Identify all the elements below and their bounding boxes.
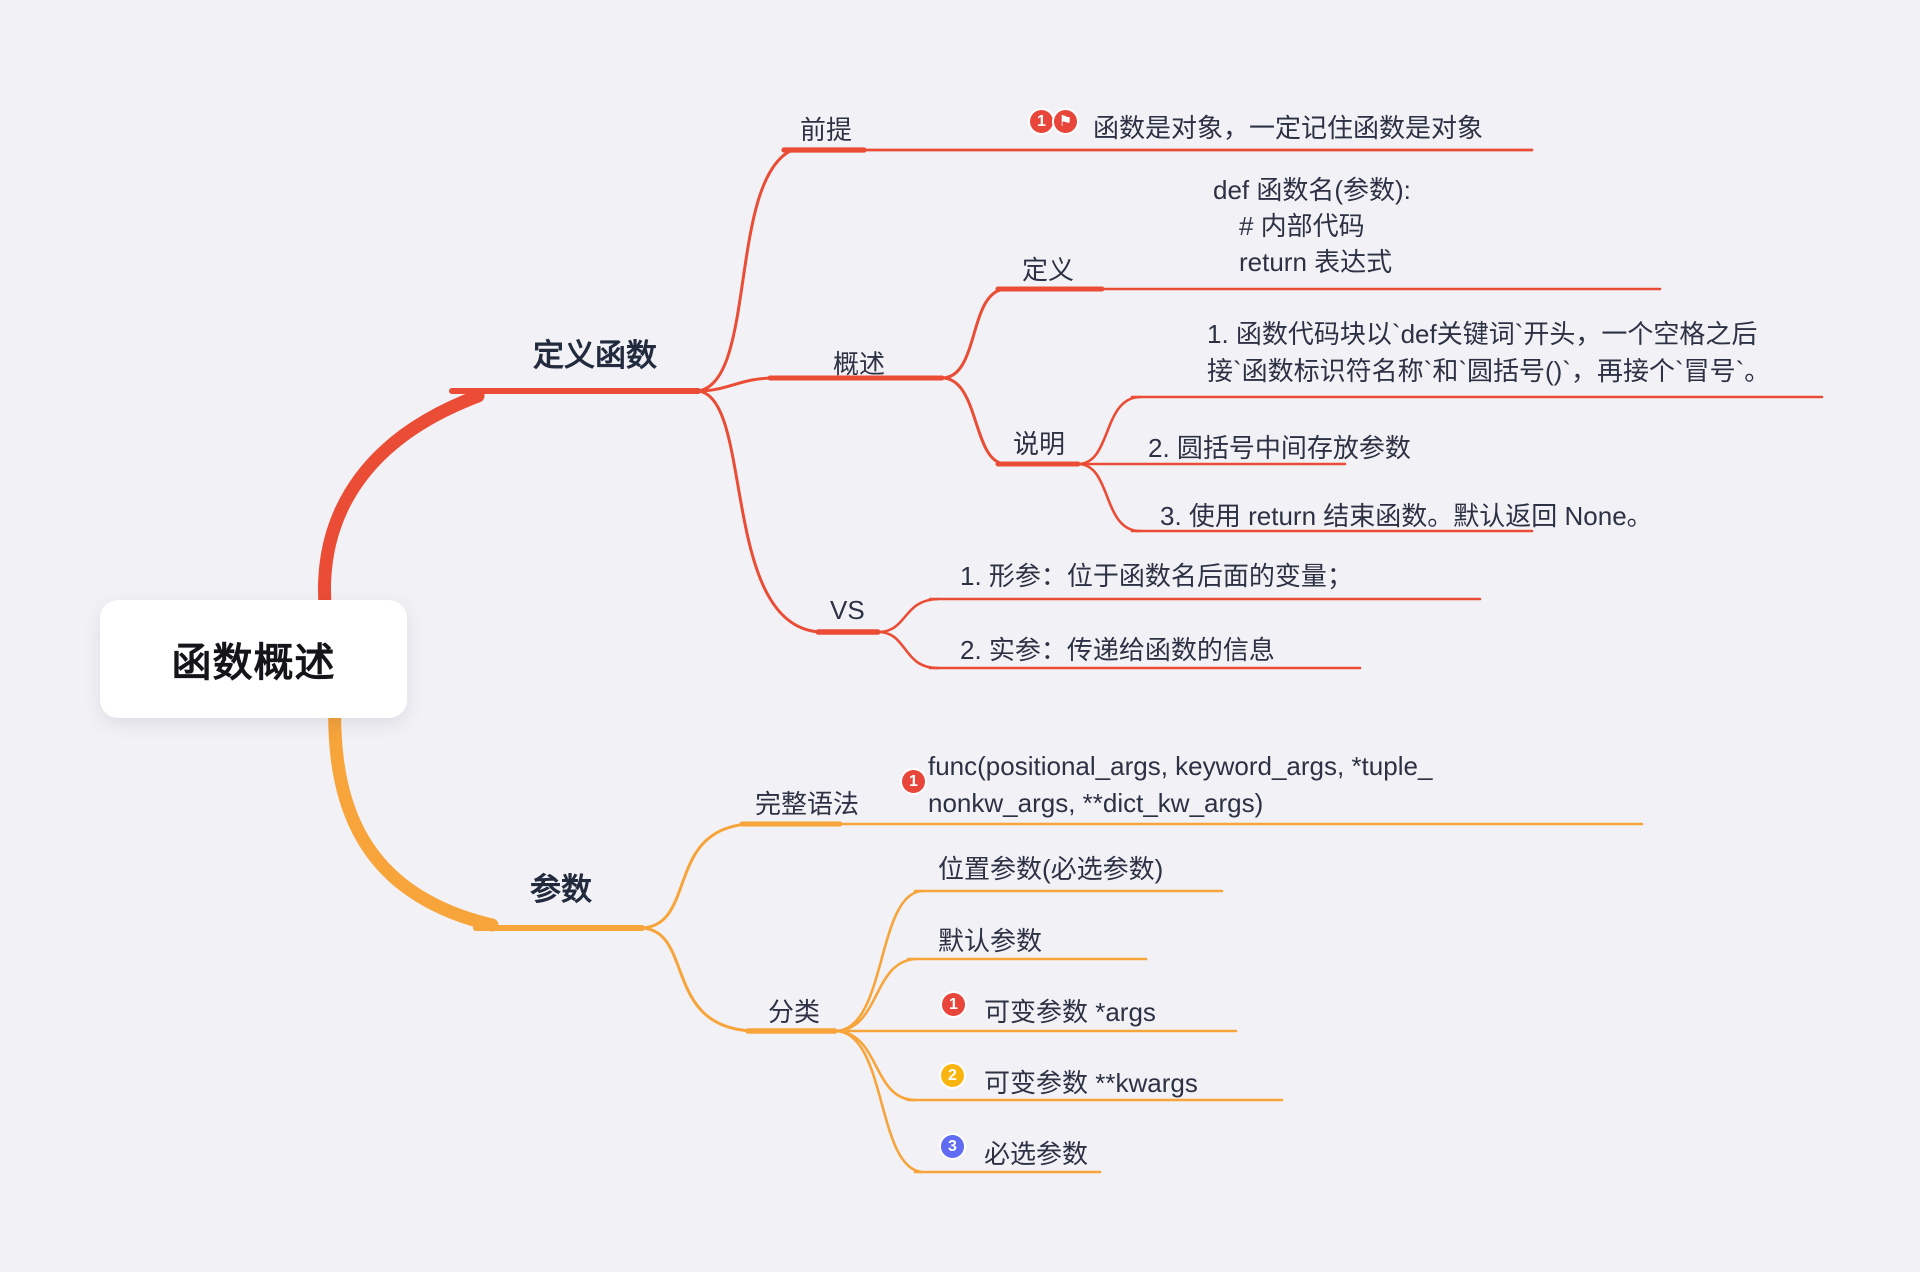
- code-line-2: # 内部代码: [1239, 211, 1365, 241]
- note-item-3[interactable]: 3. 使用 return 结束函数。默认返回 None。: [1160, 501, 1653, 531]
- note-item-1[interactable]: 1. 函数代码块以`def关键词`开头，一个空格之后 接`函数标识符名称`和`圆…: [1207, 316, 1807, 390]
- premise-text[interactable]: 函数是对象，一定记住函数是对象: [1093, 113, 1484, 143]
- topic-vs[interactable]: VS: [830, 595, 865, 625]
- number-1-marker-icon: 1: [940, 991, 967, 1018]
- topic-definition[interactable]: 定义: [1022, 255, 1075, 285]
- syntax-line-2: nonkw_args, **dict_kw_args): [928, 788, 1264, 818]
- root-topic-label: 函数概述: [171, 641, 336, 685]
- topic-parameters[interactable]: 参数: [530, 872, 592, 907]
- marker-number: 1: [909, 772, 918, 790]
- definition-code-block[interactable]: def 函数名(参数): # 内部代码 return 表达式: [1213, 172, 1411, 280]
- topic-notes[interactable]: 说明: [1013, 429, 1066, 459]
- flag-marker-icon: ⚑: [1052, 108, 1079, 135]
- syntax-text[interactable]: func(positional_args, keyword_args, *tup…: [928, 748, 1648, 822]
- topic-overview[interactable]: 概述: [833, 349, 886, 379]
- number-2-marker-icon: 2: [939, 1062, 966, 1089]
- category-item-default[interactable]: 默认参数: [938, 926, 1043, 956]
- flag-glyph: ⚑: [1058, 112, 1073, 130]
- vs-item-2[interactable]: 2. 实参：传递给函数的信息: [960, 635, 1275, 665]
- category-item-args[interactable]: 可变参数 *args: [984, 997, 1156, 1027]
- topic-premise[interactable]: 前提: [800, 115, 853, 145]
- category-item-kwargs[interactable]: 可变参数 **kwargs: [984, 1068, 1198, 1098]
- marker-number: 3: [948, 1137, 957, 1155]
- category-item-required[interactable]: 必选参数: [984, 1139, 1089, 1169]
- code-line-3: return 表达式: [1239, 247, 1393, 277]
- topic-define-function[interactable]: 定义函数: [533, 338, 657, 373]
- root-topic[interactable]: 函数概述: [100, 600, 407, 718]
- number-1-marker-icon: 1: [1028, 108, 1055, 135]
- vs-item-1[interactable]: 1. 形参：位于函数名后面的变量；: [960, 561, 1353, 591]
- topic-full-syntax[interactable]: 完整语法: [755, 789, 860, 819]
- category-item-positional[interactable]: 位置参数(必选参数): [938, 854, 1164, 884]
- marker-number: 2: [948, 1066, 957, 1084]
- number-1-marker-icon: 1: [900, 768, 927, 795]
- syntax-line-1: func(positional_args, keyword_args, *tup…: [928, 751, 1433, 781]
- note-item-2[interactable]: 2. 圆括号中间存放参数: [1148, 433, 1411, 463]
- note-item-1-line-2: 接`函数标识符名称`和`圆括号()`，再接个`冒号`。: [1207, 356, 1771, 386]
- marker-number: 1: [949, 995, 958, 1013]
- number-3-marker-icon: 3: [939, 1133, 966, 1160]
- marker-number: 1: [1037, 112, 1046, 130]
- note-item-1-line-1: 1. 函数代码块以`def关键词`开头，一个空格之后: [1207, 319, 1758, 349]
- code-line-1: def 函数名(参数):: [1213, 175, 1411, 205]
- topic-category[interactable]: 分类: [768, 997, 821, 1027]
